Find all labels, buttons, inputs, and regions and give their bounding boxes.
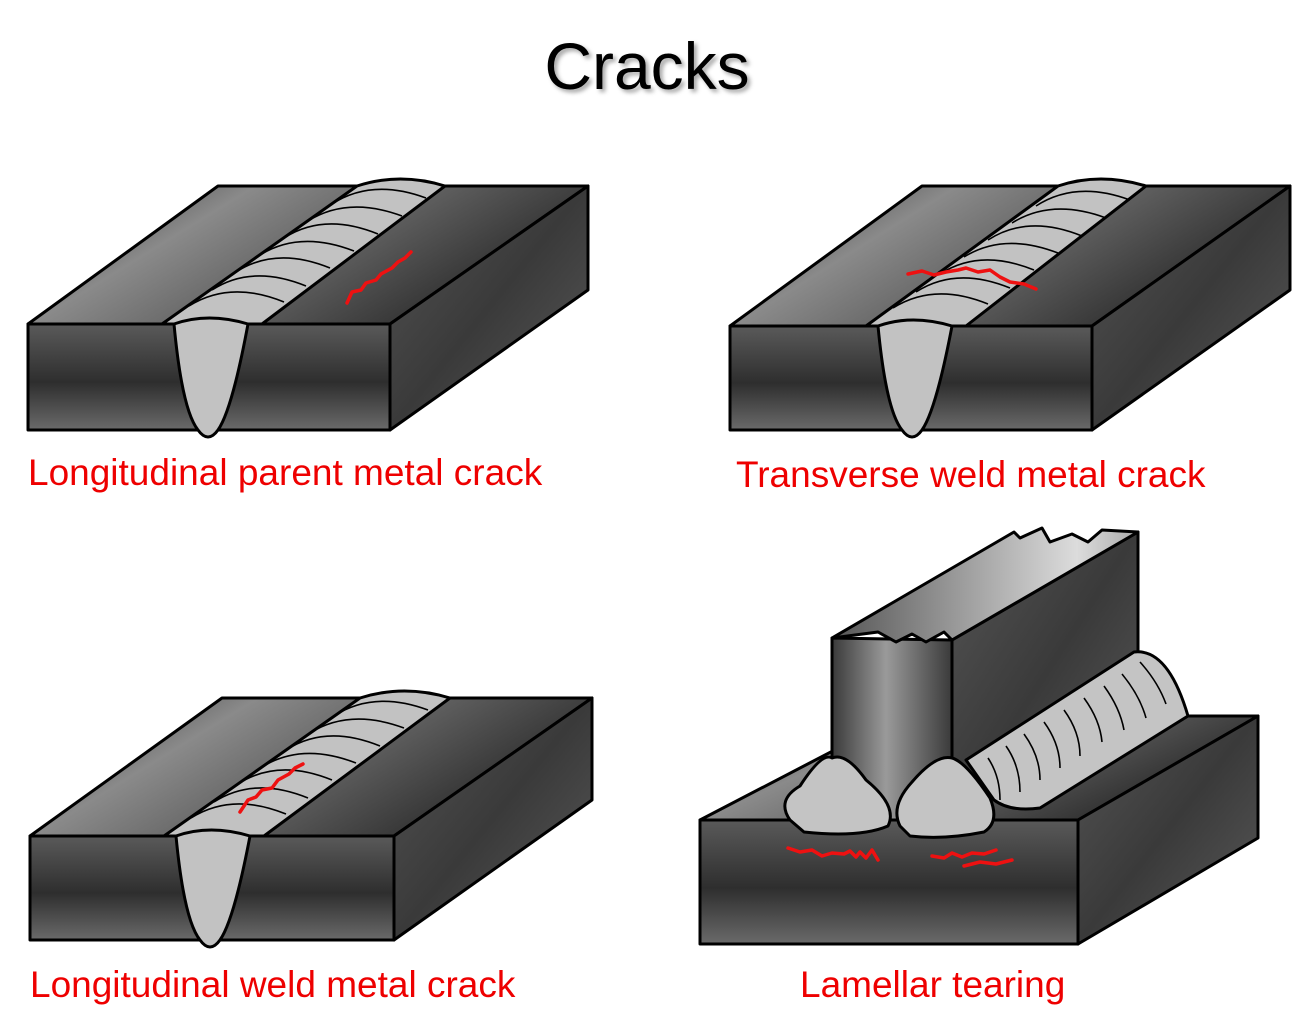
- left-fillet-weld: [783, 755, 892, 836]
- lamellar-tear-right-lower: [962, 858, 1014, 868]
- lamellar-tear-right-upper: [930, 848, 998, 860]
- lamellar-tearing-figure: [698, 526, 1260, 946]
- diagram-title: Cracks: [544, 29, 750, 103]
- caption-longitudinal-parent-metal-crack: Longitudinal parent metal crack: [28, 452, 543, 493]
- parent-metal-crack: [345, 250, 413, 305]
- fillet-weld-run: [964, 650, 1190, 811]
- weld-bead: [162, 689, 452, 949]
- caption-lamellar-tearing: Lamellar tearing: [800, 964, 1066, 1005]
- caption-longitudinal-weld-metal-crack: Longitudinal weld metal crack: [30, 964, 516, 1005]
- transverse-crack: [906, 266, 1038, 291]
- longitudinal-weld-metal-crack-figure: [28, 689, 594, 949]
- transverse-weld-metal-crack-figure: [728, 177, 1292, 439]
- longitudinal-parent-metal-crack-figure: [26, 177, 590, 439]
- weld-bead: [160, 177, 447, 439]
- web-top-edge: [830, 526, 1140, 644]
- weld-metal-crack: [238, 762, 305, 814]
- weld-bead: [864, 177, 1148, 439]
- lamellar-tear-left: [786, 846, 880, 862]
- right-fillet-weld: [895, 756, 996, 839]
- plate-front-face: [698, 818, 1080, 946]
- caption-transverse-weld-metal-crack: Transverse weld metal crack: [736, 454, 1206, 495]
